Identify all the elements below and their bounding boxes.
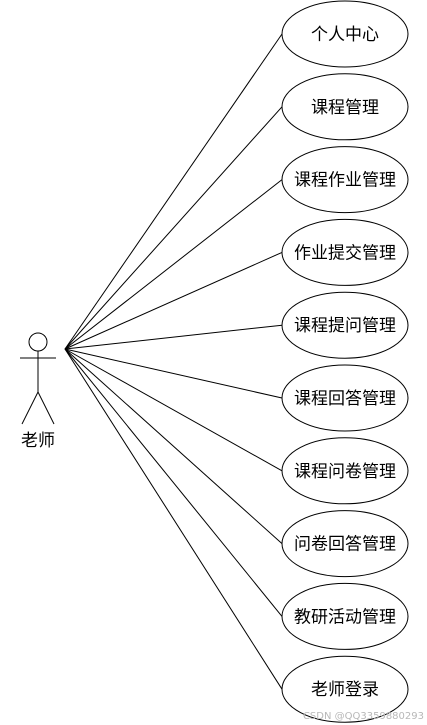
use-case-ellipse	[281, 218, 409, 286]
use-case-ellipse	[281, 364, 409, 432]
use-case-label: 课程回答管理	[294, 389, 396, 409]
association-line	[64, 348, 283, 617]
use-case-ellipse	[281, 655, 409, 723]
use-case: 问卷回答管理	[281, 510, 409, 578]
stick-figure-icon	[20, 332, 56, 425]
use-case: 作业提交管理	[281, 218, 409, 286]
use-case-label: 课程提问管理	[294, 316, 396, 336]
association-line	[64, 348, 283, 544]
use-case-ellipse	[281, 291, 409, 359]
use-case: 课程作业管理	[281, 146, 409, 214]
use-case-label: 课程管理	[311, 98, 379, 118]
association-line	[64, 348, 283, 690]
actor-label: 老师	[21, 431, 55, 451]
use-case-label: 教研活动管理	[294, 607, 396, 627]
association-line	[64, 251, 283, 350]
use-case-list: 个人中心课程管理课程作业管理作业提交管理课程提问管理课程回答管理课程问卷管理问卷…	[281, 0, 409, 723]
use-case-ellipse	[281, 73, 409, 141]
use-case-label: 课程作业管理	[294, 171, 396, 191]
association-lines	[64, 33, 283, 690]
association-line	[64, 106, 283, 350]
use-case-ellipse	[281, 146, 409, 214]
use-case-label: 个人中心	[311, 25, 379, 45]
association-line	[64, 324, 283, 350]
association-line	[64, 348, 283, 472]
watermark: CSDN @QQ3359880293	[303, 711, 424, 722]
use-case: 课程问卷管理	[281, 437, 409, 505]
association-line	[64, 348, 283, 399]
use-case: 课程提问管理	[281, 291, 409, 359]
use-case-ellipse	[281, 437, 409, 505]
association-line	[64, 33, 283, 350]
association-line	[64, 179, 283, 350]
use-case-ellipse	[281, 510, 409, 578]
use-case-label: 问卷回答管理	[294, 535, 396, 555]
actor-teacher: 老师	[20, 332, 56, 451]
use-case-label: 作业提交管理	[294, 243, 396, 263]
use-case: 老师登录	[281, 655, 409, 723]
use-case-ellipse	[281, 582, 409, 650]
use-case: 教研活动管理	[281, 582, 409, 650]
use-case-label: 课程问卷管理	[294, 462, 396, 482]
use-case-ellipse	[281, 0, 409, 68]
use-case: 课程管理	[281, 73, 409, 141]
use-case-label: 老师登录	[311, 680, 379, 700]
use-case: 个人中心	[281, 0, 409, 68]
use-case: 课程回答管理	[281, 364, 409, 432]
